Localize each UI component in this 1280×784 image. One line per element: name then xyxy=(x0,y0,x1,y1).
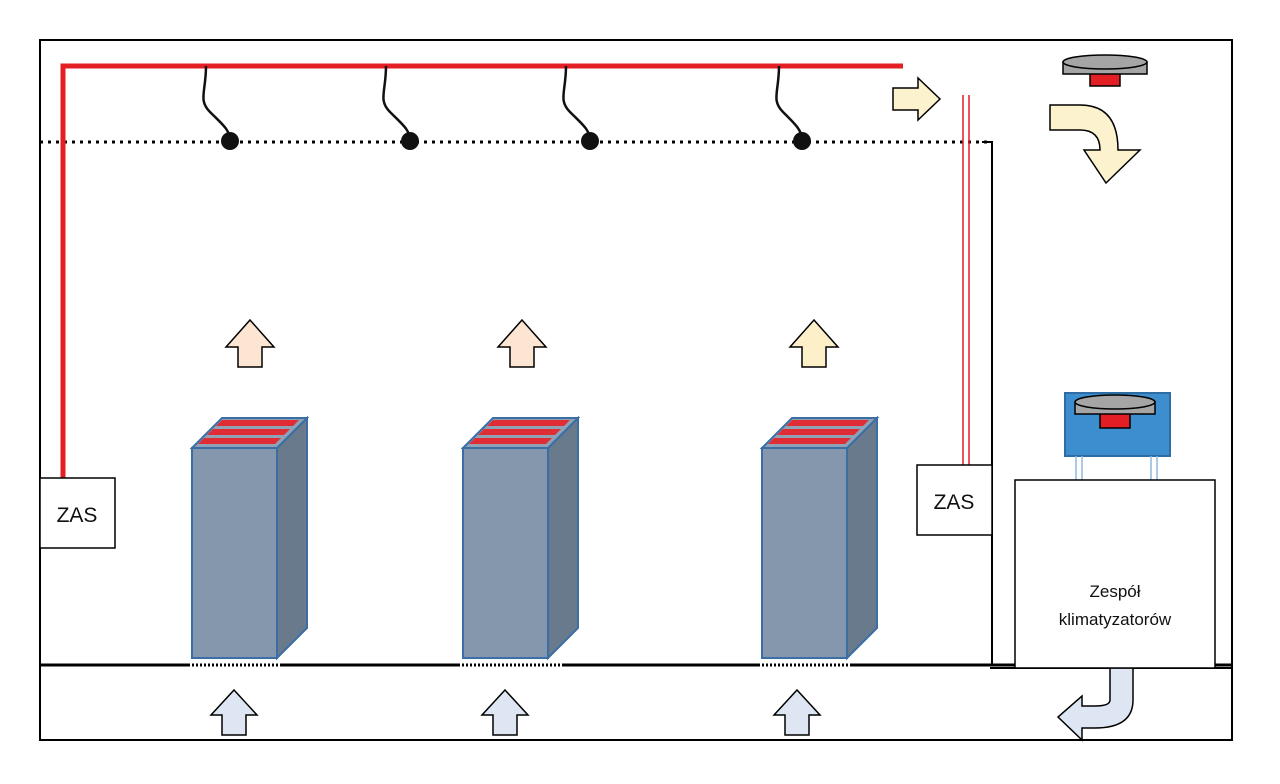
zas-left-label: ZAS xyxy=(57,504,98,527)
server-rack-1 xyxy=(189,415,310,661)
rack-vent-icon xyxy=(216,420,299,426)
capillary-tube-1 xyxy=(202,65,232,141)
cold-air-up-arrow-icon xyxy=(209,688,259,736)
rack-vent-icon xyxy=(487,420,570,426)
hot-air-up-arrow-icon xyxy=(496,318,548,368)
detection-pipe xyxy=(60,63,903,478)
rack-front-face xyxy=(462,447,549,659)
server-rack-2 xyxy=(460,415,581,661)
smoke-detector-icon xyxy=(1062,54,1148,87)
ac-unit-label-line1: Zespół xyxy=(1089,582,1140,601)
sampling-point-icon xyxy=(793,132,811,150)
smoke-detector-icon xyxy=(1074,394,1156,429)
rack-vent-icon xyxy=(469,438,552,444)
return-air-curved-arrow-icon xyxy=(1049,104,1142,185)
supply-air-curved-arrow-icon xyxy=(1056,667,1134,742)
capillary-tube-3 xyxy=(562,65,592,141)
ac-unit-label-line2: klimatyzatorów xyxy=(1059,610,1172,629)
room-outline xyxy=(39,39,1233,741)
sampling-point-icon xyxy=(581,132,599,150)
capillary-tube-4 xyxy=(775,65,804,141)
rack-vent-icon xyxy=(777,429,860,435)
zas-unit-right: ZAS xyxy=(916,464,993,536)
ac-unit: Zespół klimatyzatorów xyxy=(1014,479,1216,669)
rack-side-face xyxy=(547,415,579,661)
server-rack-3 xyxy=(759,415,880,661)
sampling-point-icon xyxy=(221,132,239,150)
rack-vent-icon xyxy=(768,438,851,444)
rack-side-face xyxy=(846,415,878,661)
capillary-tube-2 xyxy=(382,65,412,141)
sampling-point-icon xyxy=(401,132,419,150)
rack-vent-icon xyxy=(198,438,281,444)
warm-air-up-arrow-icon xyxy=(788,318,840,368)
ac-partition-wall xyxy=(982,141,993,665)
cold-air-up-arrow-icon xyxy=(480,688,530,736)
rack-side-face xyxy=(276,415,308,661)
zas-right-label: ZAS xyxy=(934,491,975,514)
rack-vent-icon xyxy=(207,429,290,435)
rack-vent-icon xyxy=(478,429,561,435)
rack-front-face xyxy=(761,447,848,659)
cold-air-up-arrow-icon xyxy=(772,688,822,736)
rack-vent-icon xyxy=(786,420,869,426)
rack-front-face xyxy=(191,447,278,659)
zas-unit-left: ZAS xyxy=(39,477,116,549)
hot-air-up-arrow-icon xyxy=(224,318,276,368)
return-air-right-arrow-icon xyxy=(892,76,942,122)
